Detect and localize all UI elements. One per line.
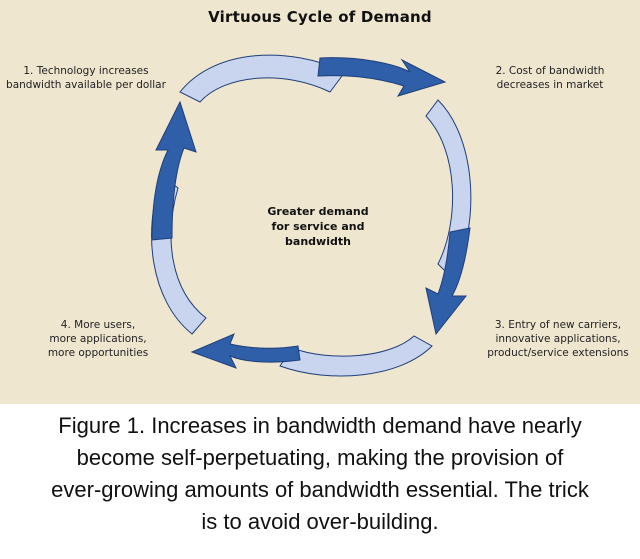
- center-line: Greater demand: [267, 205, 369, 218]
- arrow-bottom-dark: [190, 333, 301, 369]
- arrow-right-dark: [425, 227, 471, 336]
- cycle-arrows: [151, 54, 472, 377]
- arrow-left-dark: [151, 100, 197, 241]
- step-4-label: 4. More users, more applications, more o…: [28, 318, 168, 360]
- arrow-top: [179, 54, 447, 103]
- step-1-label: 1. Technology increases bandwidth availa…: [6, 64, 166, 92]
- step-2-line: 2. Cost of bandwidth: [495, 65, 605, 77]
- step-4-line: more applications,: [49, 333, 147, 345]
- step-1-line: 1. Technology increases: [23, 65, 149, 77]
- center-label: Greater demand for service and bandwidth: [238, 204, 398, 249]
- arrow-right: [425, 99, 472, 336]
- step-3-line: innovative applications,: [495, 333, 621, 345]
- step-2-label: 2. Cost of bandwidth decreases in market: [480, 64, 620, 92]
- figure-caption: Figure 1. Increases in bandwidth demand …: [0, 410, 640, 538]
- caption-line: Figure 1. Increases in bandwidth demand …: [58, 413, 582, 438]
- arrow-top-light: [179, 54, 346, 103]
- step-4-line: 4. More users,: [60, 319, 136, 331]
- arrow-bottom: [190, 333, 433, 377]
- step-3-line: 3. Entry of new carriers,: [494, 319, 622, 331]
- diagram-title: Virtuous Cycle of Demand: [208, 8, 432, 26]
- caption-panel: [0, 404, 640, 559]
- caption-line: ever-growing amounts of bandwidth essent…: [51, 477, 589, 502]
- arrow-top-dark: [317, 57, 447, 97]
- step-3-label: 3. Entry of new carriers, innovative app…: [478, 318, 638, 360]
- center-line: for service and: [271, 220, 365, 233]
- step-1-line: bandwidth available per dollar: [6, 79, 166, 91]
- caption-line: is to avoid over-building.: [201, 509, 439, 534]
- step-4-line: more opportunities: [47, 347, 149, 359]
- step-2-line: decreases in market: [496, 79, 604, 91]
- step-3-line: product/service extensions: [487, 347, 629, 359]
- center-line: bandwidth: [285, 235, 351, 248]
- arrow-bottom-light: [279, 335, 433, 377]
- arrow-left: [151, 100, 207, 335]
- caption-line: become self-perpetuating, making the pro…: [76, 445, 564, 470]
